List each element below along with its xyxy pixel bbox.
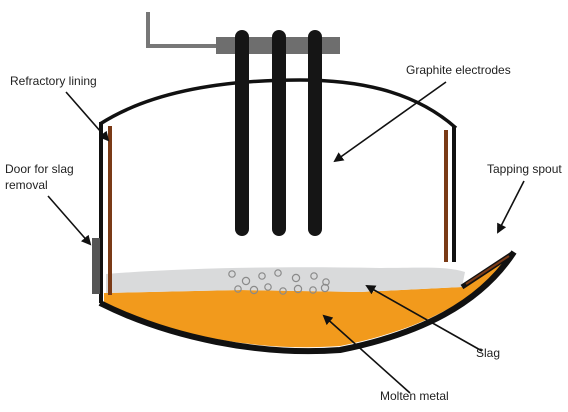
furnace-shell — [98, 250, 517, 355]
gas-bubbles — [228, 269, 330, 295]
label-arrows — [47, 81, 525, 394]
label-slag: Slag — [476, 346, 501, 360]
graphite-electrodes — [235, 30, 322, 236]
label-graphite-electrodes: Graphite electrodes — [406, 63, 511, 77]
label-door-line2: removal — [5, 178, 48, 192]
slag-door — [92, 238, 100, 294]
molten-metal-bath — [104, 254, 512, 348]
label-refractory-lining: Refractory lining — [10, 74, 97, 88]
electrode-arm — [146, 12, 216, 48]
label-molten-metal: Molten metal — [380, 389, 449, 403]
label-tapping-spout: Tapping spout — [487, 162, 562, 176]
label-door-line1: Door for slag — [5, 162, 74, 176]
